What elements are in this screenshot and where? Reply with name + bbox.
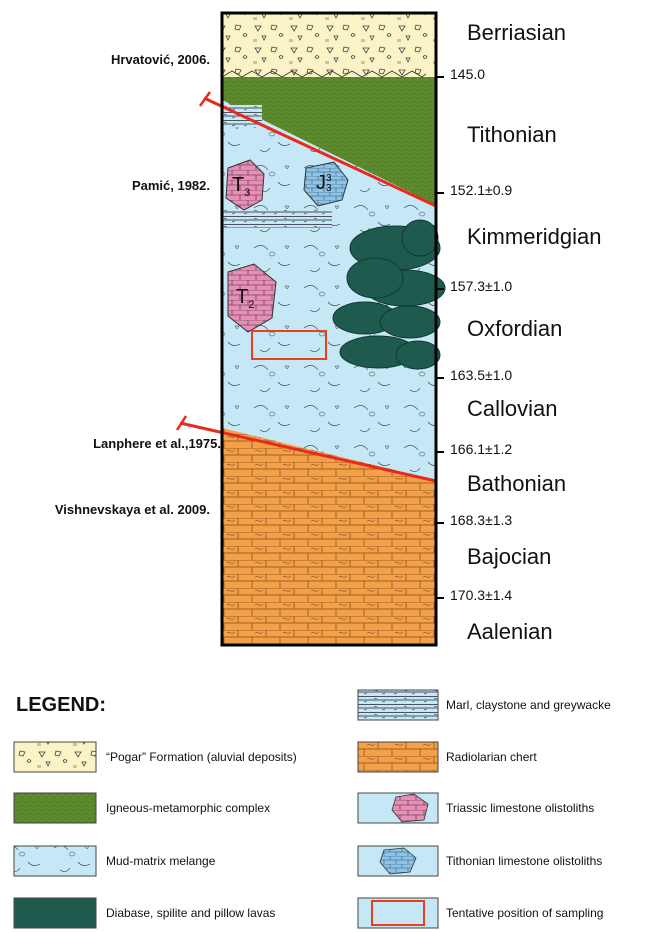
label-t2-letter: T xyxy=(236,286,248,308)
reference-lanphere: Lanphere et al.,1975. xyxy=(93,436,221,451)
label-t3-letter: T xyxy=(232,174,244,196)
age-157: 157.3±1.0 xyxy=(450,278,512,294)
legend-label-chert: Radiolarian chert xyxy=(446,750,537,764)
stage-tithonian: Tithonian xyxy=(467,122,557,148)
legend-label-alluvial: “Pogar” Formation (aluvial deposits) xyxy=(106,750,297,764)
label-t2-sub: 2 xyxy=(248,299,254,311)
swatch-sampling xyxy=(358,898,438,928)
reference-vishnevskaya: Vishnevskaya et al. 2009. xyxy=(55,502,210,517)
legend-label-triassic: Triassic limestone olistoliths xyxy=(446,801,594,815)
age-tick xyxy=(436,192,444,194)
stage-bathonian: Bathonian xyxy=(467,471,566,497)
stratigraphic-column xyxy=(177,13,445,645)
label-t2: T2 xyxy=(236,286,254,311)
alluvial-layer xyxy=(222,13,436,77)
age-168: 168.3±1.3 xyxy=(450,512,512,528)
legend-label-tithonian: Tithonian limestone olistoliths xyxy=(446,854,602,868)
legend-label-diabase: Diabase, spilite and pillow lavas xyxy=(106,906,275,920)
stage-callovian: Callovian xyxy=(467,396,558,422)
reference-pamic: Pamić, 1982. xyxy=(132,178,210,193)
swatch-diabase xyxy=(14,898,96,928)
age-163: 163.5±1.0 xyxy=(450,367,512,383)
age-tick xyxy=(436,76,444,78)
label-j3-sub: 3 xyxy=(326,184,332,194)
age-tick xyxy=(436,377,444,379)
label-t3: T3 xyxy=(232,174,250,199)
marl-band-middle xyxy=(222,210,332,228)
stage-oxfordian: Oxfordian xyxy=(467,316,562,342)
swatch-alluvial xyxy=(14,742,96,772)
age-152: 152.1±0.9 xyxy=(450,182,512,198)
swatch-melange xyxy=(14,846,96,876)
age-tick xyxy=(436,522,444,524)
stage-aalenian: Aalenian xyxy=(467,619,553,645)
legend-label-igneous: Igneous-metamorphic complex xyxy=(106,801,270,815)
age-170: 170.3±1.4 xyxy=(450,587,512,603)
age-tick xyxy=(436,451,444,453)
legend-title: LEGEND: xyxy=(16,694,106,717)
age-tick xyxy=(436,597,444,599)
swatch-chert xyxy=(358,742,438,772)
legend-label-melange: Mud-matrix melange xyxy=(106,854,215,868)
legend-label-sampling: Tentative position of sampling xyxy=(446,906,603,920)
reference-hrvatovic: Hrvatović, 2006. xyxy=(111,52,210,67)
label-j3-letter: J xyxy=(316,172,326,194)
swatch-marl xyxy=(358,690,438,720)
stage-kimmeridgian: Kimmeridgian xyxy=(467,224,602,250)
stage-berriasian: Berriasian xyxy=(467,20,566,46)
stage-bajocian: Bajocian xyxy=(467,544,551,570)
age-tick xyxy=(436,288,444,290)
age-166: 166.1±1.2 xyxy=(450,441,512,457)
label-t3-sub: 3 xyxy=(244,187,250,199)
swatch-igneous xyxy=(14,793,96,823)
age-145: 145.0 xyxy=(450,66,485,82)
legend-label-marl: Marl, claystone and greywacke xyxy=(446,698,611,712)
